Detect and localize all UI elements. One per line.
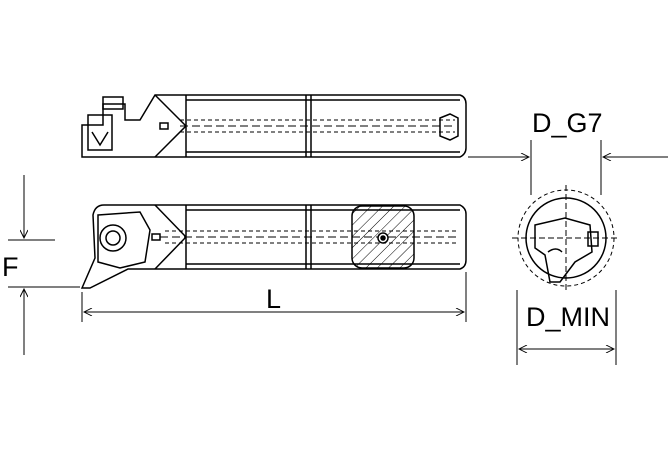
top-view [81,94,467,158]
dimension-f [8,175,80,355]
front-view-outline [80,204,467,289]
label-d-min: D_MIN [526,302,611,332]
dimension-l [81,272,467,322]
dimension-d-min [516,290,617,365]
end-view-insert [534,217,593,283]
top-view-clamp [102,96,124,110]
dimension-d-g7 [468,140,668,195]
insert-screw [99,224,127,252]
front-view [80,204,467,289]
label-l: L [266,284,282,314]
insert-pocket [97,211,151,269]
label-f: F [2,252,19,282]
coolant-port-top [439,113,459,141]
label-d-g7: D_G7 [532,108,603,138]
top-view-outline [81,94,467,158]
end-view [512,185,620,292]
